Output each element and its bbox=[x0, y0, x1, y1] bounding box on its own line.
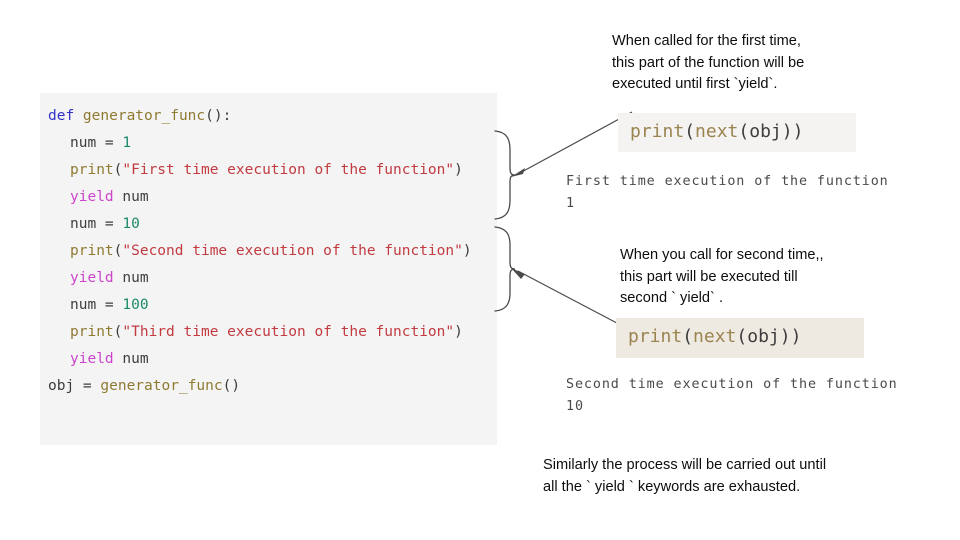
brace-second-section bbox=[492, 226, 518, 312]
code-token-var: num bbox=[70, 297, 105, 313]
mini1-obj-token: (obj)) bbox=[738, 121, 804, 142]
code-line-6: print("Second time execution of the func… bbox=[48, 238, 497, 265]
note-final-summary: Similarly the process will be carried ou… bbox=[543, 457, 827, 495]
code-snippet-next-obj-second: print(next(obj)) bbox=[616, 318, 864, 358]
code-token-var: num bbox=[122, 270, 149, 286]
code-token-fn-name: print bbox=[70, 243, 114, 259]
code-token-num: 100 bbox=[122, 297, 149, 313]
mini2-next-token: next bbox=[693, 326, 737, 347]
mini1-next-token: next bbox=[695, 121, 739, 142]
code-token-num: 10 bbox=[122, 216, 140, 232]
code-token-var: obj bbox=[48, 378, 83, 394]
brace-first-section bbox=[492, 130, 518, 220]
code-token-punct: ( bbox=[113, 243, 123, 259]
note-first-call: When called for the first time, this par… bbox=[612, 33, 805, 92]
code-token-punct: ) bbox=[454, 324, 463, 340]
code-token-fn-name: generator_func bbox=[100, 378, 223, 394]
arrow-to-second-section bbox=[508, 268, 633, 333]
code-token-var: num bbox=[122, 351, 149, 367]
code-line-11: obj = generator_func() bbox=[48, 373, 497, 400]
code-line-9: print("Third time execution of the funct… bbox=[48, 319, 497, 346]
code-token-kw-yield: yield bbox=[70, 270, 123, 286]
code-line-1: def generator_func(): bbox=[48, 103, 497, 130]
code-token-str: "Second time execution of the function" bbox=[122, 243, 463, 259]
code-token-kw-yield: yield bbox=[70, 189, 123, 205]
mini2-obj-token: (obj)) bbox=[736, 326, 802, 347]
code-line-3: print("First time execution of the funct… bbox=[48, 157, 497, 184]
code-token-kw-def: def bbox=[48, 108, 83, 124]
code-token-kw-yield: yield bbox=[70, 351, 123, 367]
code-token-punct: = bbox=[82, 378, 101, 394]
mini1-print-token: print bbox=[630, 121, 685, 142]
code-line-2: num = 1 bbox=[48, 130, 497, 157]
code-token-str: "First time execution of the function" bbox=[122, 162, 455, 178]
code-token-punct: = bbox=[104, 135, 123, 151]
code-token-punct: (): bbox=[205, 108, 232, 124]
code-token-punct: ( bbox=[113, 162, 123, 178]
code-token-var: num bbox=[70, 216, 105, 232]
mini2-open-paren: ( bbox=[682, 326, 694, 347]
code-token-fn-name: generator_func bbox=[82, 108, 206, 124]
console-output-second: Second time execution of the function 10 bbox=[566, 377, 898, 414]
mini1-open-paren: ( bbox=[684, 121, 696, 142]
code-token-var: num bbox=[122, 189, 149, 205]
code-token-str: "Third time execution of the function" bbox=[122, 324, 455, 340]
note-second-call: When you call for second time,, this par… bbox=[620, 247, 824, 306]
code-token-num: 1 bbox=[122, 135, 132, 151]
code-token-fn-name: print bbox=[70, 162, 114, 178]
code-token-punct: () bbox=[222, 378, 241, 394]
code-snippet-next-obj-first: print(next(obj)) bbox=[618, 113, 856, 152]
code-token-punct: = bbox=[104, 297, 123, 313]
console-output-first: First time execution of the function 1 bbox=[566, 174, 889, 211]
code-line-4: yield num bbox=[48, 184, 497, 211]
code-token-punct: ) bbox=[454, 162, 463, 178]
code-token-var: num bbox=[70, 135, 105, 151]
mini2-print-token: print bbox=[628, 326, 683, 347]
arrow-to-first-section bbox=[508, 110, 633, 178]
code-line-8: num = 100 bbox=[48, 292, 497, 319]
code-token-punct: ) bbox=[462, 243, 472, 259]
code-token-fn-name: print bbox=[70, 324, 114, 340]
code-line-5: num = 10 bbox=[48, 211, 497, 238]
code-line-10: yield num bbox=[48, 346, 497, 373]
code-token-punct: = bbox=[104, 216, 123, 232]
code-token-punct: ( bbox=[113, 324, 123, 340]
code-line-7: yield num bbox=[48, 265, 497, 292]
